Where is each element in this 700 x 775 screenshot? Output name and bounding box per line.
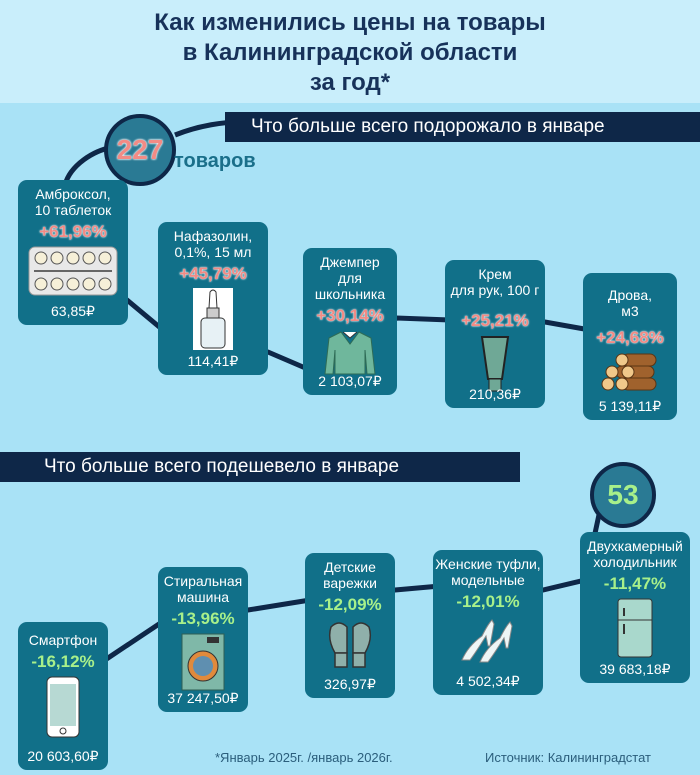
- item-name: Стиральная: [163, 573, 243, 589]
- firewood-icon: [601, 353, 657, 391]
- item-name: Джемпер: [320, 254, 380, 270]
- item-change: +61,96%: [39, 222, 107, 241]
- item-name: модельные: [451, 572, 525, 588]
- decrease-count: 53: [590, 462, 656, 528]
- item-card-ambroxol: Амброксол, 10 таблеток +61,96% 63,85₽: [18, 180, 128, 325]
- item-change: -12,01%: [456, 592, 520, 611]
- item-name: машина: [177, 589, 229, 605]
- item-change: +24,68%: [596, 328, 664, 347]
- sweater-icon: [324, 331, 376, 375]
- item-price: 4 502,34₽: [456, 673, 520, 689]
- item-name: 10 таблеток: [34, 202, 112, 218]
- item-card-washing-machine: Стиральная машина -13,96% 37 247,50₽: [158, 567, 248, 712]
- item-price: 5 139,11₽: [598, 398, 662, 414]
- item-change: +30,14%: [316, 306, 384, 325]
- item-name: для рук, 100 г: [450, 282, 540, 298]
- item-price: 326,97₽: [324, 676, 376, 692]
- item-change: +45,79%: [179, 264, 247, 283]
- item-name: Женские туфли,: [435, 556, 541, 572]
- item-change: -13,96%: [171, 609, 235, 628]
- item-change: -12,09%: [318, 595, 382, 614]
- increase-banner: Что больше всего подорожало в январе: [225, 112, 700, 142]
- cream-tube-icon: [480, 336, 510, 392]
- item-card-mittens: Детские варежки -12,09% 326,97₽: [305, 553, 395, 698]
- increase-count: 227: [104, 114, 176, 186]
- item-card-naphazoline: Нафазолин, 0,1%, 15 мл +45,79% 114,41₽: [158, 222, 268, 375]
- item-name: варежки: [323, 575, 377, 591]
- decrease-banner: Что больше всего подешевело в январе: [0, 452, 520, 482]
- item-price: 210,36₽: [469, 386, 521, 402]
- item-name: 0,1%, 15 мл: [174, 244, 252, 260]
- footnote: *Январь 2025г. /январь 2026г.: [215, 750, 393, 765]
- item-price: 39 683,18₽: [599, 661, 671, 677]
- increase-count-label: товаров: [174, 150, 256, 172]
- title-block: Как изменились цены на товары в Калининг…: [0, 0, 700, 103]
- high-heels-icon: [461, 619, 513, 663]
- smartphone-icon: [46, 676, 80, 738]
- item-name: школьника: [314, 286, 386, 302]
- item-name: Нафазолин,: [173, 228, 253, 244]
- item-name: Дрова,: [607, 287, 652, 303]
- dropper-bottle-icon: [193, 288, 233, 350]
- item-change: -11,47%: [603, 574, 667, 593]
- item-name: для: [338, 270, 362, 286]
- item-card-hand-cream: Крем для рук, 100 г +25,21% 210,36₽: [445, 260, 545, 408]
- item-name: Амброксол,: [35, 186, 111, 202]
- item-name: Смартфон: [28, 632, 98, 648]
- item-price: 20 603,60₽: [27, 748, 99, 764]
- fridge-icon: [617, 598, 653, 658]
- washing-machine-icon: [181, 633, 225, 691]
- item-price: 114,41₽: [187, 353, 239, 369]
- mittens-icon: [328, 622, 372, 668]
- item-name: Детские: [324, 559, 376, 575]
- item-change: -16,12%: [31, 652, 95, 671]
- source: Источник: Калининградстат: [485, 750, 651, 765]
- title-line: в Калининградской области: [182, 39, 518, 66]
- title-line: Как изменились цены на товары: [154, 9, 546, 36]
- item-name: м3: [621, 303, 639, 319]
- item-change: +25,21%: [461, 311, 529, 330]
- item-name: Двухкамерный: [587, 538, 683, 554]
- item-price: 63,85₽: [51, 303, 95, 319]
- item-price: 37 247,50₽: [167, 690, 239, 706]
- item-card-shoes: Женские туфли, модельные -12,01% 4 502,3…: [433, 550, 543, 695]
- item-card-firewood: Дрова, м3 +24,68% 5 139,11₽: [583, 273, 677, 420]
- item-card-fridge: Двухкамерный холодильник -11,47% 39 683,…: [580, 532, 690, 683]
- item-card-sweater: Джемпер для школьника +30,14% 2 103,07₽: [303, 248, 397, 395]
- item-card-smartphone: Смартфон -16,12% 20 603,60₽: [18, 622, 108, 770]
- item-price: 2 103,07₽: [318, 373, 382, 389]
- item-name: Крем: [478, 266, 512, 282]
- title-line: за год*: [309, 69, 391, 96]
- pills-blister-icon: [28, 246, 118, 296]
- item-name: холодильник: [593, 554, 677, 570]
